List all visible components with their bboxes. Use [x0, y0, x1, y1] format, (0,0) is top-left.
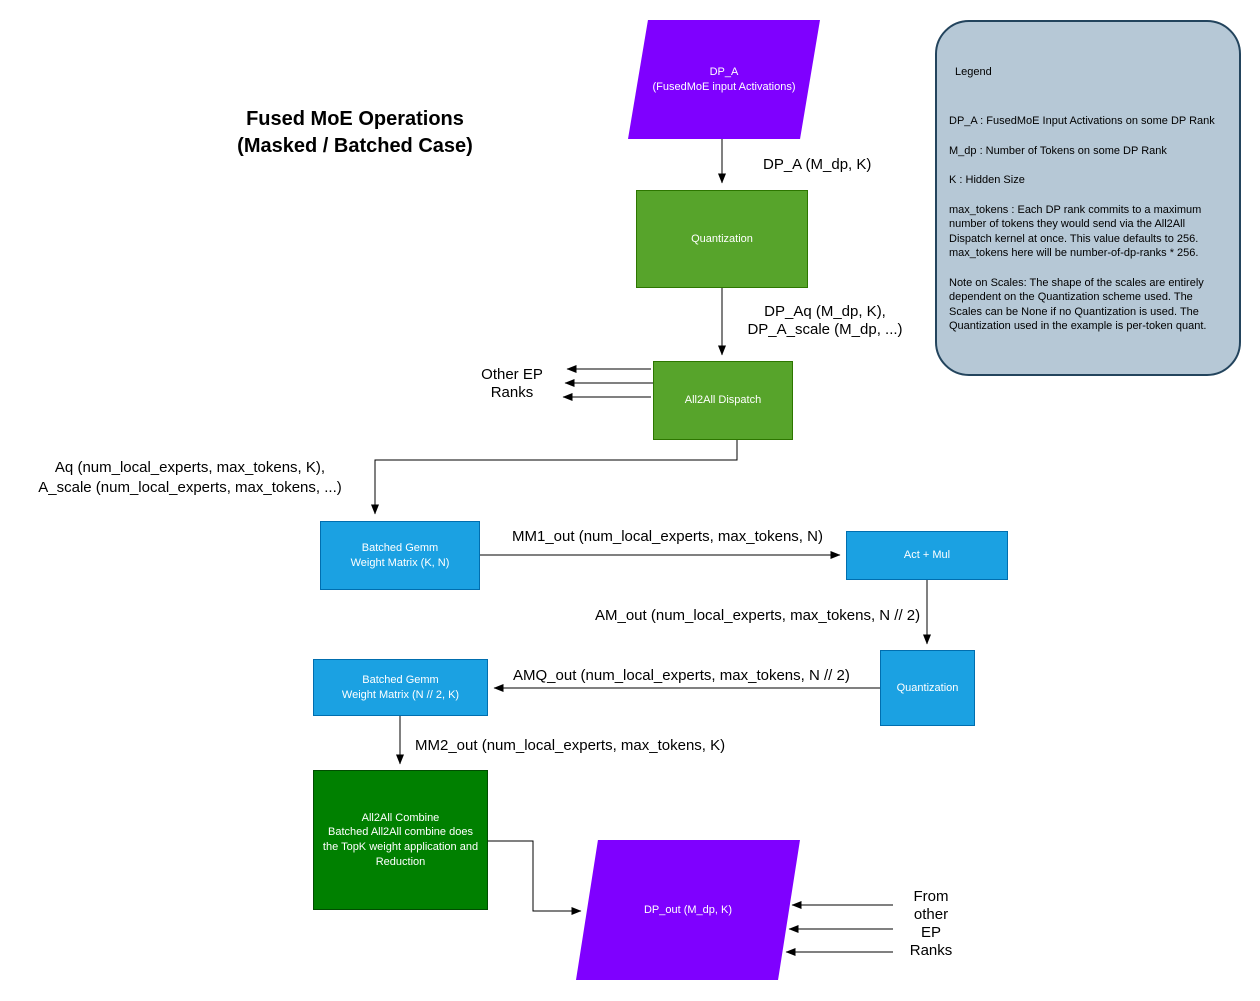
legend-title: Legend	[955, 66, 992, 78]
node-quantization-mid: Quantization	[880, 650, 975, 726]
legend-item-m-dp: M_dp : Number of Tokens on some DP Rank	[949, 144, 1167, 157]
node-all2all-dispatch: All2All Dispatch	[653, 361, 793, 440]
node-dp-out: DP_out (M_dp, K)	[576, 840, 800, 980]
edge-label-mm1-out: MM1_out (num_local_experts, max_tokens, …	[512, 528, 823, 545]
node-act-mul: Act + Mul	[846, 531, 1008, 580]
legend-item-dp-a: DP_A : FusedMoE Input Activations on som…	[949, 115, 1215, 127]
edge-label-amq-out: AMQ_out (num_local_experts, max_tokens, …	[513, 667, 850, 684]
label-other-ep-ranks: Other EP Ranks	[481, 366, 543, 401]
edge-label-dp-aq: DP_Aq (M_dp, K), DP_A_scale (M_dp, ...)	[747, 303, 903, 338]
edge-combine-to-dpout	[488, 840, 582, 915]
node-all2all-combine: All2All Combine Batched All2All combine …	[313, 770, 488, 910]
label-from-other-ep-ranks: From other EP Ranks	[909, 888, 953, 959]
legend-panel: Legend DP_A : FusedMoE Input Activations…	[935, 20, 1241, 376]
node-quantization-top: Quantization	[636, 190, 808, 288]
edge-dispatch-to-gemm1	[371, 440, 738, 515]
edge-label-aq: Aq (num_local_experts, max_tokens, K), A…	[38, 459, 342, 497]
node-dp-a-input: DP_A (FusedMoE input Activations)	[628, 20, 820, 139]
edge-label-dp-a: DP_A (M_dp, K)	[763, 156, 872, 173]
diagram-title: Fused MoE Operations (Masked / Batched C…	[237, 108, 473, 157]
node-batched-gemm-1: Batched Gemm Weight Matrix (K, N)	[320, 521, 480, 590]
legend-item-k: K : Hidden Size	[949, 174, 1025, 187]
legend-item-max-tokens: max_tokens : Each DP rank commits to a m…	[949, 203, 1202, 260]
edge-label-mm2-out: MM2_out (num_local_experts, max_tokens, …	[415, 737, 726, 754]
legend-item-note-on-scales: Note on Scales: The shape of the scales …	[949, 276, 1207, 333]
edge-label-am-out: AM_out (num_local_experts, max_tokens, N…	[595, 607, 921, 624]
node-batched-gemm-2: Batched Gemm Weight Matrix (N // 2, K)	[313, 659, 488, 716]
